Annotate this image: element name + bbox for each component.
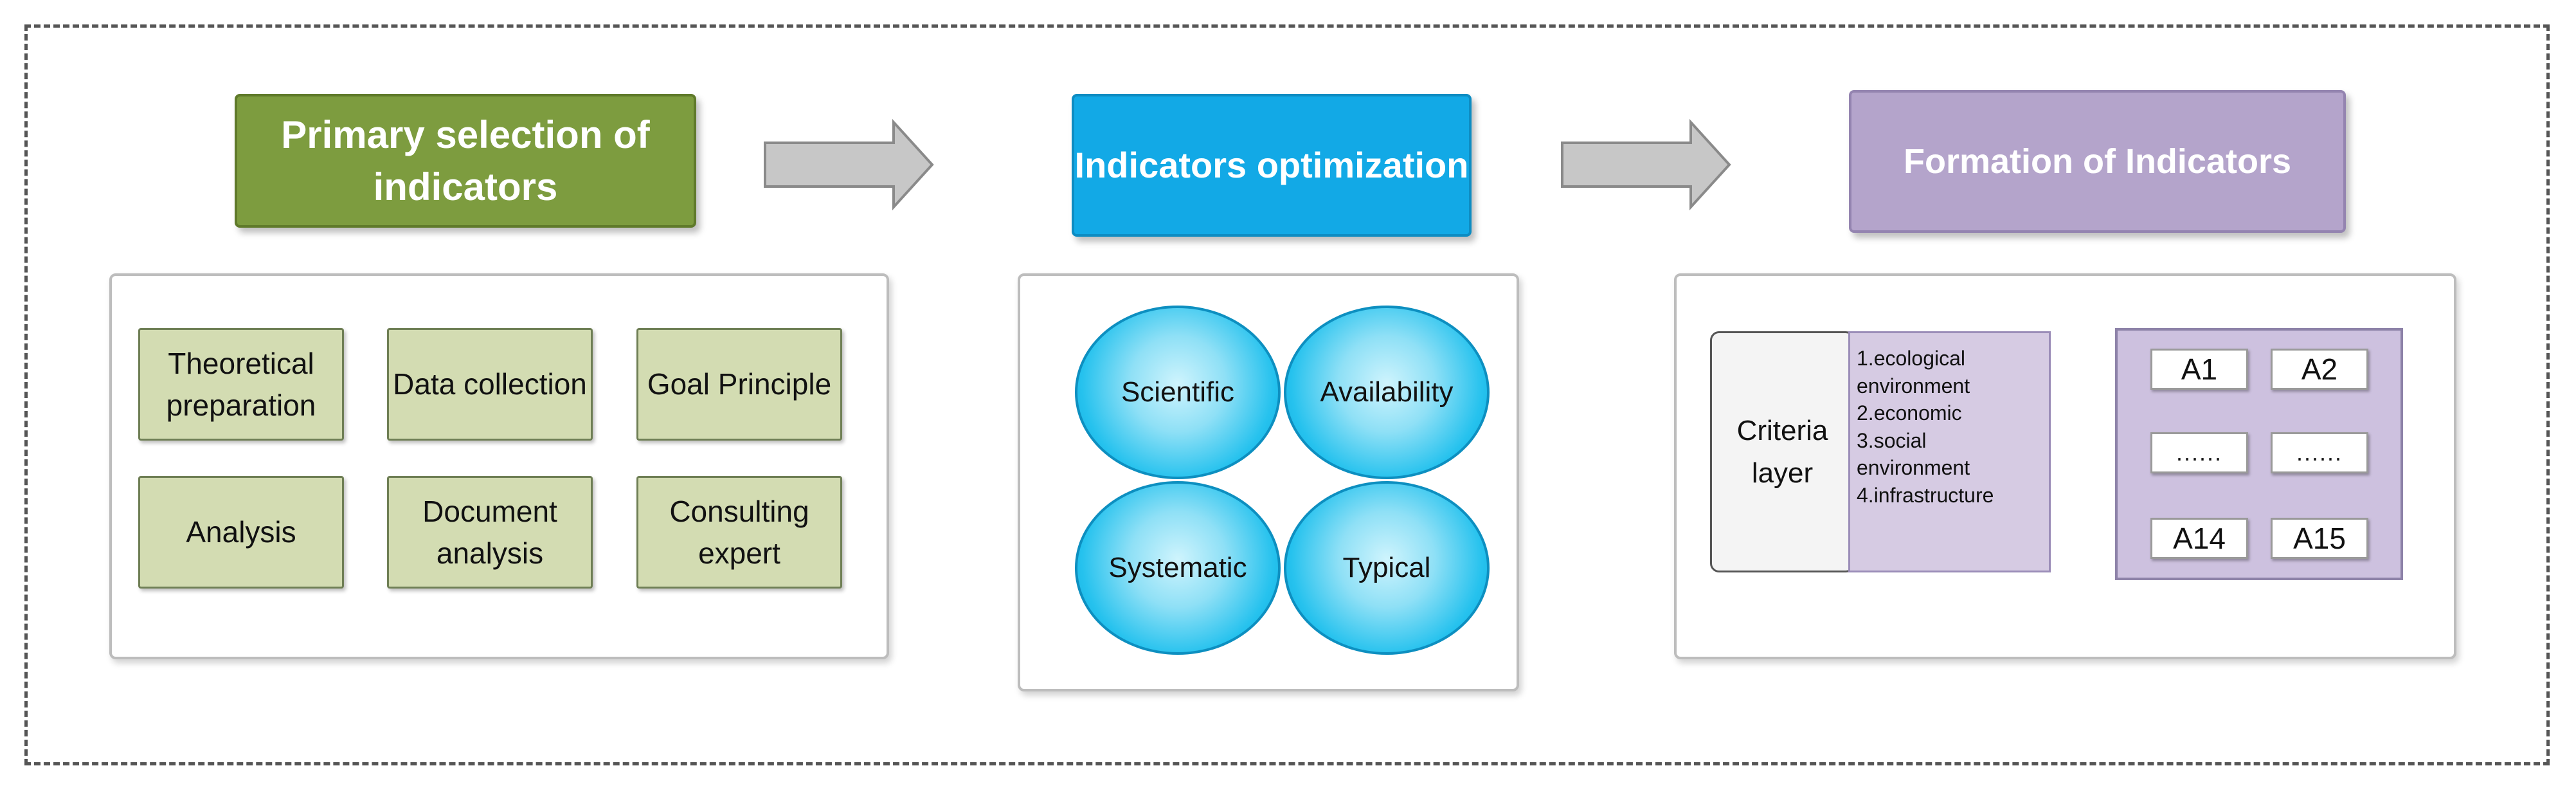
criteria-item: 4.infrastructure <box>1857 483 1994 507</box>
principle-typical: Typical <box>1284 481 1490 655</box>
indicator-a1: A1 <box>2150 349 2248 390</box>
principle-availability: Availability <box>1284 306 1490 479</box>
criteria-item: environment <box>1857 374 1970 398</box>
step-analysis: Analysis <box>138 476 344 589</box>
criteria-item: 3.social <box>1857 428 1927 452</box>
principle-scientific: Scientific <box>1075 306 1281 479</box>
criteria-item: 2.economic <box>1857 401 1962 425</box>
principle-systematic: Systematic <box>1075 481 1281 655</box>
stage-arrow-2 <box>1561 118 1731 211</box>
criteria-item: environment <box>1857 456 1970 480</box>
criteria-layer-box: Criteria layer <box>1710 331 1855 572</box>
step-consulting-expert: Consulting expert <box>636 476 842 589</box>
stage-primary-selection: Primary selection of indicators <box>235 94 696 228</box>
indicator-a14: A14 <box>2150 518 2248 559</box>
criteria-list: 1.ecological environment 2.economic 3.so… <box>1848 331 2051 572</box>
step-data-collection: Data collection <box>387 328 593 441</box>
indicator-a15: A15 <box>2271 518 2368 559</box>
indicator-ellipsis-right: ...... <box>2271 432 2368 473</box>
outer-dashed-frame <box>24 24 2550 765</box>
indicator-ellipsis-left: ...... <box>2150 432 2248 473</box>
step-document-analysis: Document analysis <box>387 476 593 589</box>
stage-arrow-1 <box>764 118 934 211</box>
indicator-a2: A2 <box>2271 349 2368 390</box>
step-goal-principle: Goal Principle <box>636 328 842 441</box>
criteria-item: 1.ecological <box>1857 347 1965 370</box>
stage-indicators-optimization: Indicators optimization <box>1072 94 1472 237</box>
step-theoretical-preparation: Theoretical preparation <box>138 328 344 441</box>
stage-formation-of-indicators: Formation of Indicators <box>1849 90 2346 233</box>
